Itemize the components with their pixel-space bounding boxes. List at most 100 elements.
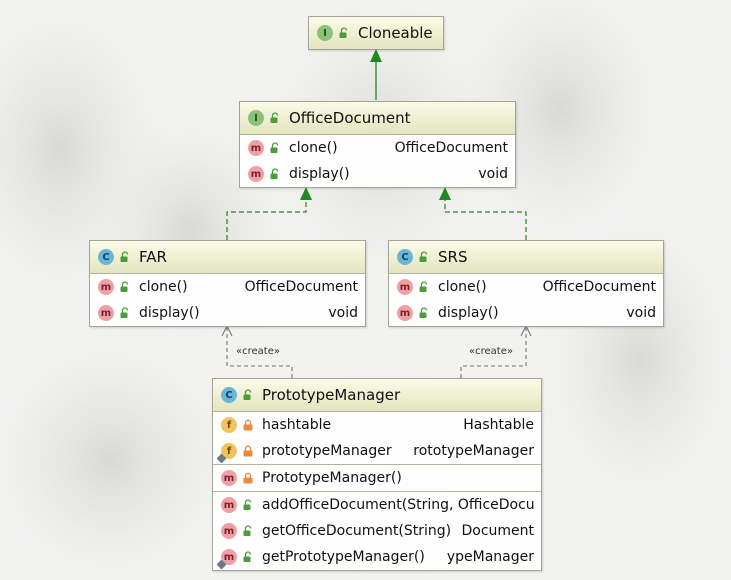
method-type: ypeManager	[446, 549, 534, 565]
class-header: I Cloneable	[309, 17, 443, 49]
public-lock-icon	[120, 307, 129, 318]
method-name: getOfficeDocument(String)	[262, 523, 452, 539]
methods-section: m clone() OfficeDocument m display() voi…	[240, 135, 515, 187]
public-lock-icon	[120, 281, 129, 292]
methods-section: m clone() OfficeDocument m display() voi…	[389, 274, 663, 326]
public-lock-icon	[339, 27, 348, 38]
method-row[interactable]: m addOfficeDocument(String, OfficeDocu	[213, 492, 541, 518]
static-pin-icon	[216, 453, 227, 464]
class-header: C FAR	[90, 241, 365, 274]
implements-arrowhead-srs	[439, 187, 451, 200]
method-kind-letter: m	[223, 551, 235, 563]
method-type: OfficeDocument	[244, 279, 358, 295]
field-kind-letter: f	[226, 445, 232, 457]
class-name: PrototypeManager	[262, 386, 401, 404]
class-name: SRS	[438, 248, 468, 266]
implements-line-far	[226, 200, 307, 240]
method-row[interactable]: m clone() OfficeDocument	[389, 274, 663, 300]
method-icon: m	[397, 305, 413, 321]
class-name: Cloneable	[358, 24, 433, 42]
method-icon: m	[221, 497, 237, 513]
method-icon: m	[221, 470, 237, 486]
public-lock-icon	[419, 281, 428, 292]
method-row[interactable]: m display() void	[240, 161, 515, 187]
private-lock-icon	[243, 419, 253, 431]
class-name: OfficeDocument	[289, 109, 411, 127]
constructor-name: PrototypeManager()	[262, 470, 402, 486]
class-icon: C	[397, 249, 413, 265]
fields-section: f hashtable Hashtable f prototypeManager…	[213, 412, 541, 465]
method-name: addOfficeDocument(String, OfficeDocu	[262, 497, 534, 513]
method-name: display()	[438, 305, 499, 321]
public-lock-icon	[419, 307, 428, 318]
method-type: void	[328, 305, 358, 321]
field-name: hashtable	[262, 417, 332, 433]
public-lock-icon	[243, 389, 252, 400]
constructor-row[interactable]: m PrototypeManager()	[213, 465, 541, 491]
method-type: OfficeDocument	[542, 279, 656, 295]
create-label-far: «create»	[235, 346, 281, 357]
class-box-prototypemanager[interactable]: C PrototypeManager f hashtable Hashtable…	[212, 378, 542, 571]
method-row[interactable]: m display() void	[90, 300, 365, 326]
method-icon: m	[98, 305, 114, 321]
method-row[interactable]: m getOfficeDocument(String) Document	[213, 518, 541, 544]
method-name: display()	[289, 166, 350, 182]
methods-section: m addOfficeDocument(String, OfficeDocu m…	[213, 492, 541, 570]
public-lock-icon	[243, 551, 252, 562]
class-box-far[interactable]: C FAR m clone() OfficeDocument m display…	[89, 240, 366, 327]
private-lock-icon	[243, 472, 253, 484]
method-name: clone()	[438, 279, 487, 295]
public-lock-icon	[419, 251, 428, 262]
class-icon: C	[221, 387, 237, 403]
field-row[interactable]: f prototypeManager rototypeManager	[213, 438, 541, 464]
field-type: Hashtable	[463, 417, 534, 433]
method-row[interactable]: m clone() OfficeDocument	[240, 135, 515, 161]
extends-arrowhead-cloneable	[370, 49, 382, 62]
method-icon: m	[248, 166, 264, 182]
method-icon: m	[98, 279, 114, 295]
class-box-srs[interactable]: C SRS m clone() OfficeDocument m display…	[388, 240, 664, 327]
method-name: clone()	[139, 279, 188, 295]
method-icon: m	[248, 140, 264, 156]
public-lock-icon	[270, 142, 279, 153]
class-box-cloneable[interactable]: I Cloneable	[308, 16, 444, 50]
field-type: rototypeManager	[413, 443, 534, 459]
class-header: C PrototypeManager	[213, 379, 541, 412]
constructors-section: m PrototypeManager()	[213, 465, 541, 492]
static-method-icon: m	[216, 549, 237, 570]
public-lock-icon	[120, 251, 129, 262]
class-header: I OfficeDocument	[240, 102, 515, 135]
field-icon: f	[221, 417, 237, 433]
method-type: void	[626, 305, 656, 321]
method-row[interactable]: m clone() OfficeDocument	[90, 274, 365, 300]
public-lock-icon	[243, 499, 252, 510]
implements-arrowhead-far	[300, 187, 312, 200]
class-box-officedocument[interactable]: I OfficeDocument m clone() OfficeDocumen…	[239, 101, 516, 188]
create-label-srs: «create»	[468, 346, 514, 357]
public-lock-icon	[270, 112, 279, 123]
class-icon: C	[98, 249, 114, 265]
method-icon: m	[397, 279, 413, 295]
create-line-srs	[460, 328, 527, 378]
field-name: prototypeManager	[262, 443, 392, 459]
methods-section: m clone() OfficeDocument m display() voi…	[90, 274, 365, 326]
interface-icon: I	[248, 110, 264, 126]
class-header: C SRS	[389, 241, 663, 274]
create-line-far	[226, 328, 293, 378]
method-name: getPrototypeManager()	[262, 549, 425, 565]
private-lock-icon	[243, 445, 253, 457]
implements-line-srs	[444, 200, 527, 240]
method-type: Document	[461, 523, 534, 539]
method-name: display()	[139, 305, 200, 321]
method-row[interactable]: m display() void	[389, 300, 663, 326]
method-type: void	[478, 166, 508, 182]
interface-icon: I	[317, 25, 333, 41]
field-row[interactable]: f hashtable Hashtable	[213, 412, 541, 438]
method-row[interactable]: m getPrototypeManager() ypeManager	[213, 544, 541, 570]
static-field-icon: f	[216, 443, 237, 464]
method-name: clone()	[289, 140, 338, 156]
method-type: OfficeDocument	[394, 140, 508, 156]
method-icon: m	[221, 523, 237, 539]
public-lock-icon	[270, 168, 279, 179]
